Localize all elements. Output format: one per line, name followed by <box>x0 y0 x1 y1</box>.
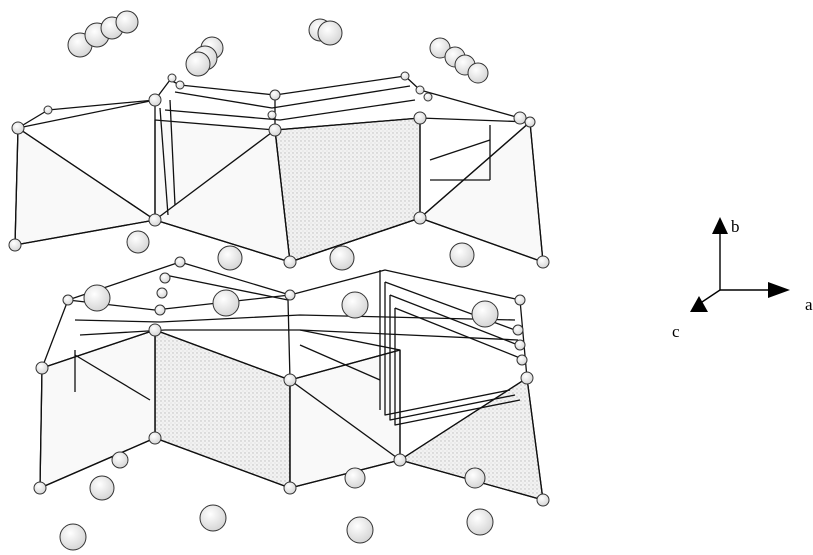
vertex-atom <box>514 294 526 306</box>
polyhedron-edge <box>14 99 156 246</box>
polyhedron-face <box>14 127 156 246</box>
b-axis-arrowhead <box>712 217 728 234</box>
polyhedron-edge <box>274 75 521 119</box>
large-atom <box>449 242 475 268</box>
vertex-atoms <box>8 71 550 507</box>
large-atom <box>464 467 486 489</box>
polyhedron-edge <box>154 329 291 489</box>
vertex-atom <box>524 116 536 128</box>
vertex-atom <box>269 89 281 101</box>
polyhedron-edge <box>159 107 169 216</box>
a-axis-arrowhead <box>768 282 790 298</box>
polyhedron-edge <box>164 99 416 121</box>
polyhedron-edge <box>384 282 511 416</box>
vertex-atom <box>167 73 177 83</box>
large-atom <box>346 516 374 544</box>
polyhedron-edge <box>154 121 544 263</box>
vertex-atom <box>284 289 296 301</box>
polyhedron-edge <box>154 79 276 221</box>
vertex-atom <box>148 93 162 107</box>
polyhedron-edge <box>299 329 401 351</box>
polyhedron-face <box>274 117 421 263</box>
vertex-atom <box>413 111 427 125</box>
vertex-atom <box>516 354 528 366</box>
vertex-atom <box>148 213 162 227</box>
vertex-atom <box>536 255 550 269</box>
polyhedron-edge <box>389 295 516 421</box>
vertex-atom <box>513 111 527 125</box>
vertex-atom <box>159 272 171 284</box>
a-axis-label: a <box>805 295 813 314</box>
vertex-atom <box>415 85 425 95</box>
large-atom <box>466 508 494 536</box>
large-atom <box>83 284 111 312</box>
vertex-atom <box>283 481 297 495</box>
polyhedron-edge <box>394 307 521 359</box>
vertex-atom <box>35 361 49 375</box>
large-atom <box>59 523 87 551</box>
vertex-atom <box>174 256 186 268</box>
large-atom <box>89 475 115 501</box>
vertex-atom <box>283 373 297 387</box>
polyhedron-edge <box>389 294 519 346</box>
vertex-atom <box>268 123 282 137</box>
vertex-atom <box>413 211 427 225</box>
polyhedron-edge <box>74 314 516 323</box>
polyhedron-edge <box>174 85 411 109</box>
polyhedron-edge <box>429 139 491 161</box>
large-atom <box>111 451 129 469</box>
vertex-atom <box>43 105 53 115</box>
vertex-atom <box>283 255 297 269</box>
vertex-atom <box>520 371 534 385</box>
polyhedron-edge <box>79 329 519 341</box>
cation-atoms <box>59 10 499 551</box>
large-atom <box>344 467 366 489</box>
vertex-atom <box>156 287 168 299</box>
large-atom <box>217 245 243 271</box>
polyhedron-edge <box>74 354 151 401</box>
c-axis-label: c <box>672 322 680 341</box>
vertex-atom <box>536 493 550 507</box>
vertex-atom <box>514 339 526 351</box>
large-atom <box>199 504 227 532</box>
polyhedron-edge <box>419 117 531 123</box>
c-axis-arrowhead <box>690 296 708 312</box>
large-atom <box>467 62 489 84</box>
vertex-atom <box>400 71 410 81</box>
polyhedron-edge <box>299 344 381 381</box>
large-atom <box>341 291 369 319</box>
vertex-atom <box>393 453 407 467</box>
large-atom <box>317 20 343 46</box>
vertex-atom <box>62 294 74 306</box>
large-atom <box>471 300 499 328</box>
c-axis-line <box>701 289 721 303</box>
polyhedron-edge <box>169 99 176 206</box>
axis-indicator: b a c <box>672 217 813 341</box>
vertex-atom <box>33 481 47 495</box>
vertex-atom <box>148 323 162 337</box>
vertex-atom <box>11 121 25 135</box>
large-atom <box>185 51 211 77</box>
polyhedron-edge <box>394 308 521 426</box>
vertex-atom <box>148 431 162 445</box>
polyhedron-face <box>39 329 156 489</box>
polyhedron-face <box>289 349 401 489</box>
polyhedron-face <box>154 329 291 489</box>
vertex-atom <box>267 110 277 120</box>
large-atom <box>115 10 139 34</box>
top-layer <box>14 75 544 263</box>
vertex-atom <box>175 80 185 90</box>
vertex-atom <box>423 92 433 102</box>
large-atom <box>126 230 150 254</box>
vertex-atom <box>512 324 524 336</box>
large-atom <box>212 289 240 317</box>
large-atom <box>329 245 355 271</box>
vertex-atom <box>8 238 22 252</box>
vertex-atom <box>154 304 166 316</box>
b-axis-label: b <box>731 217 740 236</box>
